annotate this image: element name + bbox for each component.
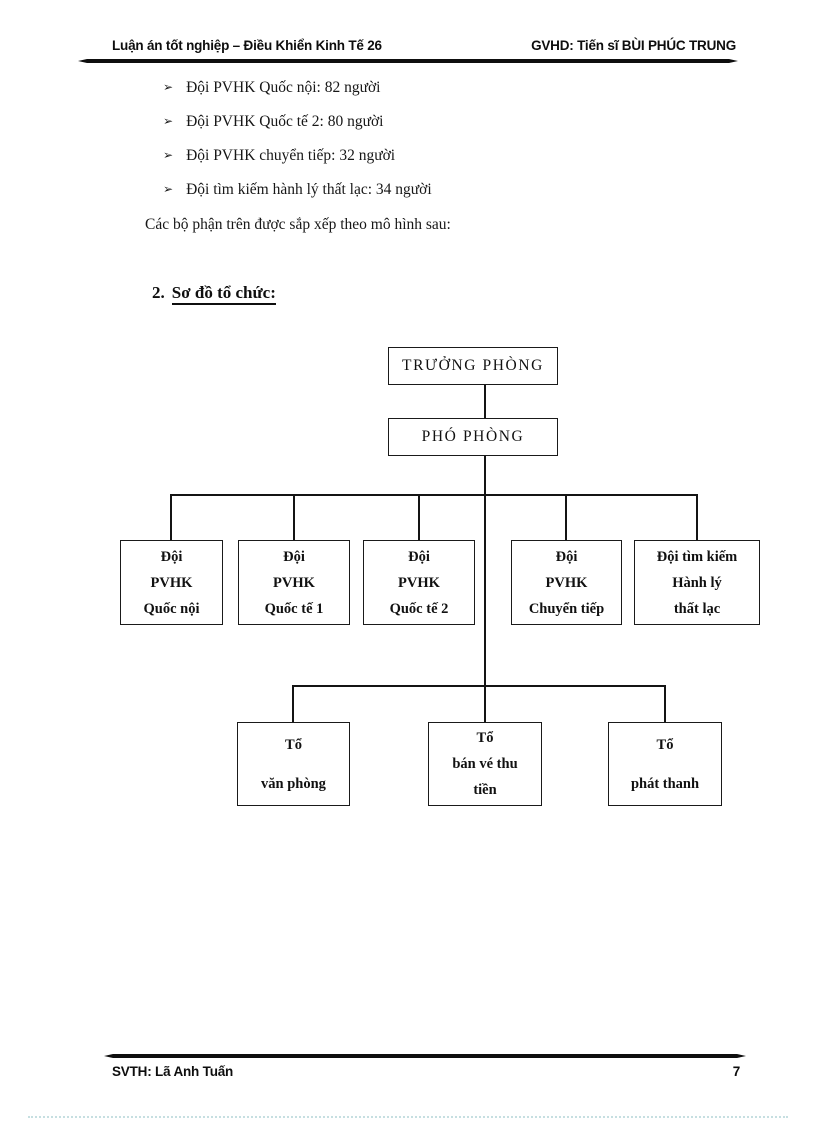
org-node-line: Quốc tế 2 bbox=[389, 600, 449, 617]
org-node-pho-phong: PHÓ PHÒNG bbox=[388, 418, 558, 456]
org-node-line: Chuyển tiếp bbox=[528, 600, 605, 617]
page-number: 7 bbox=[732, 1064, 741, 1079]
org-node-doi-pvhk-quoc-te-1: Đội PVHK Quốc tế 1 bbox=[238, 540, 350, 625]
org-node-doi-pvhk-quoc-noi: Đội PVHK Quốc nội bbox=[120, 540, 223, 625]
intro-paragraph: Các bộ phận trên được sắp xếp theo mô hì… bbox=[145, 216, 451, 233]
arrowhead-bullet-icon: ➢ bbox=[163, 114, 174, 128]
org-node-to-van-phong: Tổ văn phòng bbox=[237, 722, 350, 806]
org-node-line: Quốc tế 1 bbox=[264, 600, 324, 617]
org-node-line: thất lạc bbox=[673, 600, 721, 617]
org-node-line: Đội bbox=[555, 548, 578, 565]
arrowhead-bullet-icon: ➢ bbox=[163, 182, 174, 196]
org-node-line: Đội tìm kiếm bbox=[656, 548, 738, 565]
org-node-line: Tổ bbox=[476, 730, 494, 746]
section-number: 2. bbox=[152, 283, 165, 302]
org-node-truong-phong: TRƯỞNG PHÒNG bbox=[388, 347, 558, 385]
list-item-text: Đội PVHK Quốc tế 2: 80 người bbox=[186, 113, 384, 130]
org-node-line: phát thanh bbox=[630, 775, 700, 792]
org-node-line: Hành lý bbox=[672, 574, 722, 591]
org-node-line: Đội bbox=[408, 548, 430, 565]
footer-rule bbox=[104, 1054, 746, 1058]
org-node-line: PVHK bbox=[150, 574, 193, 591]
list-item: ➢ Đội PVHK chuyển tiếp: 32 người bbox=[163, 147, 395, 165]
header-left-title: Luận án tốt nghiệp – Điều Khiển Kinh Tế … bbox=[112, 38, 382, 53]
arrowhead-bullet-icon: ➢ bbox=[163, 148, 174, 162]
header-right-advisor: GVHD: Tiến sĩ BÙI PHÚC TRUNG bbox=[531, 38, 736, 53]
list-item: ➢ Đội PVHK Quốc tế 2: 80 người bbox=[163, 113, 383, 131]
section-heading: 2. Sơ đồ tổ chức: bbox=[152, 283, 276, 305]
list-item-text: Đội tìm kiếm hành lý thất lạc: 34 người bbox=[186, 181, 432, 198]
list-item-text: Đội PVHK Quốc nội: 82 người bbox=[186, 79, 381, 96]
list-item: ➢ Đội PVHK Quốc nội: 82 người bbox=[163, 79, 380, 97]
org-node-line: Tổ bbox=[285, 736, 302, 753]
org-node-doi-pvhk-quoc-te-2: Đội PVHK Quốc tế 2 bbox=[363, 540, 475, 625]
org-node-line: Đội bbox=[283, 548, 305, 565]
footer-student-name: SVTH: Lã Anh Tuấn bbox=[112, 1064, 234, 1079]
org-node-line: PVHK bbox=[398, 574, 440, 591]
org-node-doi-tim-kiem-hanh-ly: Đội tìm kiếm Hành lý thất lạc bbox=[634, 540, 760, 625]
section-title: Sơ đồ tổ chức: bbox=[171, 283, 276, 305]
org-node-label: TRƯỞNG PHÒNG bbox=[402, 357, 544, 374]
header-rule bbox=[78, 59, 738, 63]
org-node-line: bán vé thu bbox=[452, 756, 518, 772]
list-item: ➢ Đội tìm kiếm hành lý thất lạc: 34 người bbox=[163, 181, 432, 199]
org-node-line: Quốc nội bbox=[143, 600, 200, 617]
org-node-to-phat-thanh: Tổ phát thanh bbox=[608, 722, 722, 806]
org-node-line: PVHK bbox=[545, 574, 588, 591]
org-node-label: PHÓ PHÒNG bbox=[421, 428, 525, 445]
org-node-line: Đội bbox=[160, 548, 183, 565]
org-node-line: Tổ bbox=[656, 736, 674, 753]
org-node-line: tiền bbox=[473, 782, 497, 798]
org-node-doi-pvhk-chuyen-tiep: Đội PVHK Chuyển tiếp bbox=[511, 540, 622, 625]
page-bottom-dotted-line bbox=[28, 1116, 788, 1118]
list-item-text: Đội PVHK chuyển tiếp: 32 người bbox=[186, 147, 396, 164]
org-node-line: PVHK bbox=[273, 574, 315, 591]
org-node-line: văn phòng bbox=[261, 775, 326, 792]
org-node-to-ban-ve-thu-tien: Tổ bán vé thu tiền bbox=[428, 722, 542, 806]
arrowhead-bullet-icon: ➢ bbox=[163, 80, 174, 94]
